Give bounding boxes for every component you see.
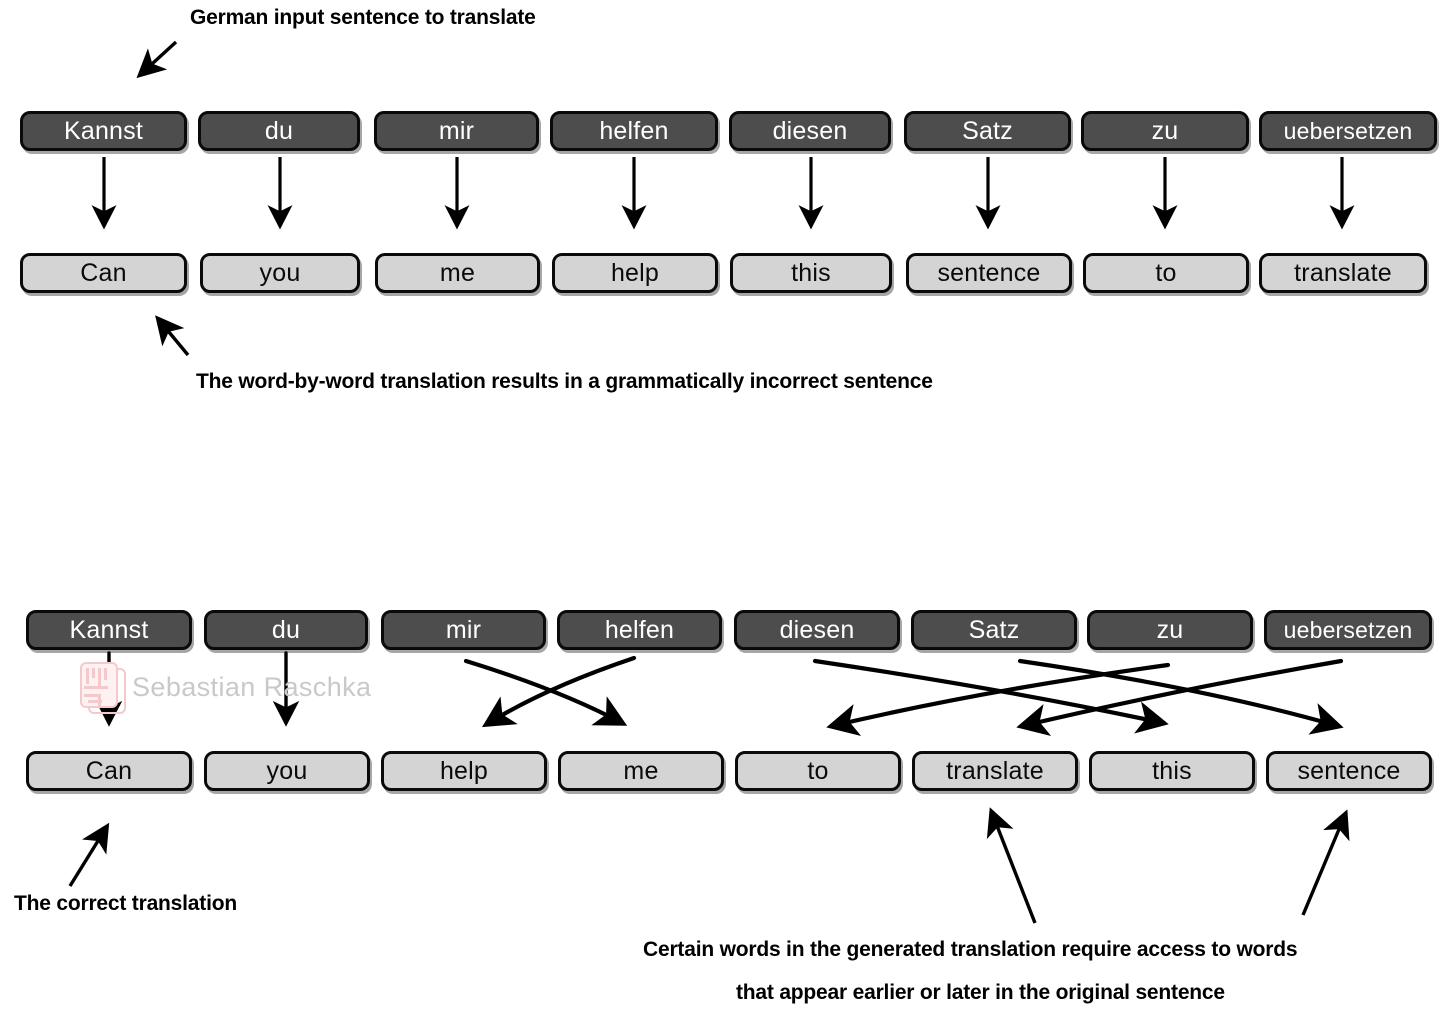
target-word-box[interactable]: help <box>552 253 718 293</box>
target-word-box[interactable]: this <box>730 253 892 293</box>
target-word-box[interactable]: to <box>735 751 901 791</box>
source-word-box[interactable]: helfen <box>550 111 718 151</box>
annotation-longrange-line2: that appear earlier or later in the orig… <box>736 981 1225 1004</box>
source-word-box[interactable]: uebersetzen <box>1264 610 1432 650</box>
annotation-german-input: German input sentence to translate <box>190 6 536 29</box>
annotation-arrow-word-by-word <box>155 315 190 357</box>
target-word-box[interactable]: Can <box>26 751 192 791</box>
target-word-box[interactable]: sentence <box>1266 751 1432 791</box>
target-word-box[interactable]: me <box>558 751 724 791</box>
source-word-box[interactable]: Satz <box>911 610 1077 650</box>
target-word-box[interactable]: to <box>1083 253 1249 293</box>
target-word-box[interactable]: you <box>204 751 370 791</box>
annotation-word-by-word: The word-by-word translation results in … <box>196 370 933 393</box>
target-word-box[interactable]: me <box>375 253 540 293</box>
target-word-box[interactable]: translate <box>1259 253 1427 293</box>
source-word-box[interactable]: helfen <box>557 610 722 650</box>
source-word-box[interactable]: Satz <box>904 111 1071 151</box>
source-word-box[interactable]: mir <box>374 111 539 151</box>
correct-alignment-arrows <box>95 651 1344 736</box>
source-word-box[interactable]: mir <box>381 610 546 650</box>
target-word-box[interactable]: this <box>1089 751 1255 791</box>
source-word-box[interactable]: diesen <box>734 610 900 650</box>
source-word-box[interactable]: Kannst <box>20 111 187 151</box>
source-word-box[interactable]: diesen <box>729 111 891 151</box>
source-word-box[interactable]: du <box>204 610 368 650</box>
target-word-box[interactable]: sentence <box>906 253 1072 293</box>
target-word-box[interactable]: Can <box>20 253 187 293</box>
annotation-longrange-line1: Certain words in the generated translati… <box>643 938 1298 961</box>
annotation-arrow-german-input <box>136 40 178 79</box>
source-word-box[interactable]: zu <box>1087 610 1253 650</box>
source-word-box[interactable]: Kannst <box>26 610 192 650</box>
annotation-correct-translation: The correct translation <box>14 892 237 915</box>
target-word-box[interactable]: translate <box>912 751 1078 791</box>
target-word-box[interactable]: help <box>381 751 547 791</box>
annotation-arrow-correct-translation <box>68 822 110 887</box>
source-word-box[interactable]: zu <box>1081 111 1249 151</box>
annotation-arrow-longrange-translate <box>986 807 1037 924</box>
source-word-box[interactable]: uebersetzen <box>1259 111 1437 151</box>
source-word-box[interactable]: du <box>198 111 360 151</box>
annotation-arrow-longrange-sentence <box>1301 809 1350 916</box>
naive-alignment-arrows <box>91 157 1355 230</box>
target-word-box[interactable]: you <box>200 253 360 293</box>
